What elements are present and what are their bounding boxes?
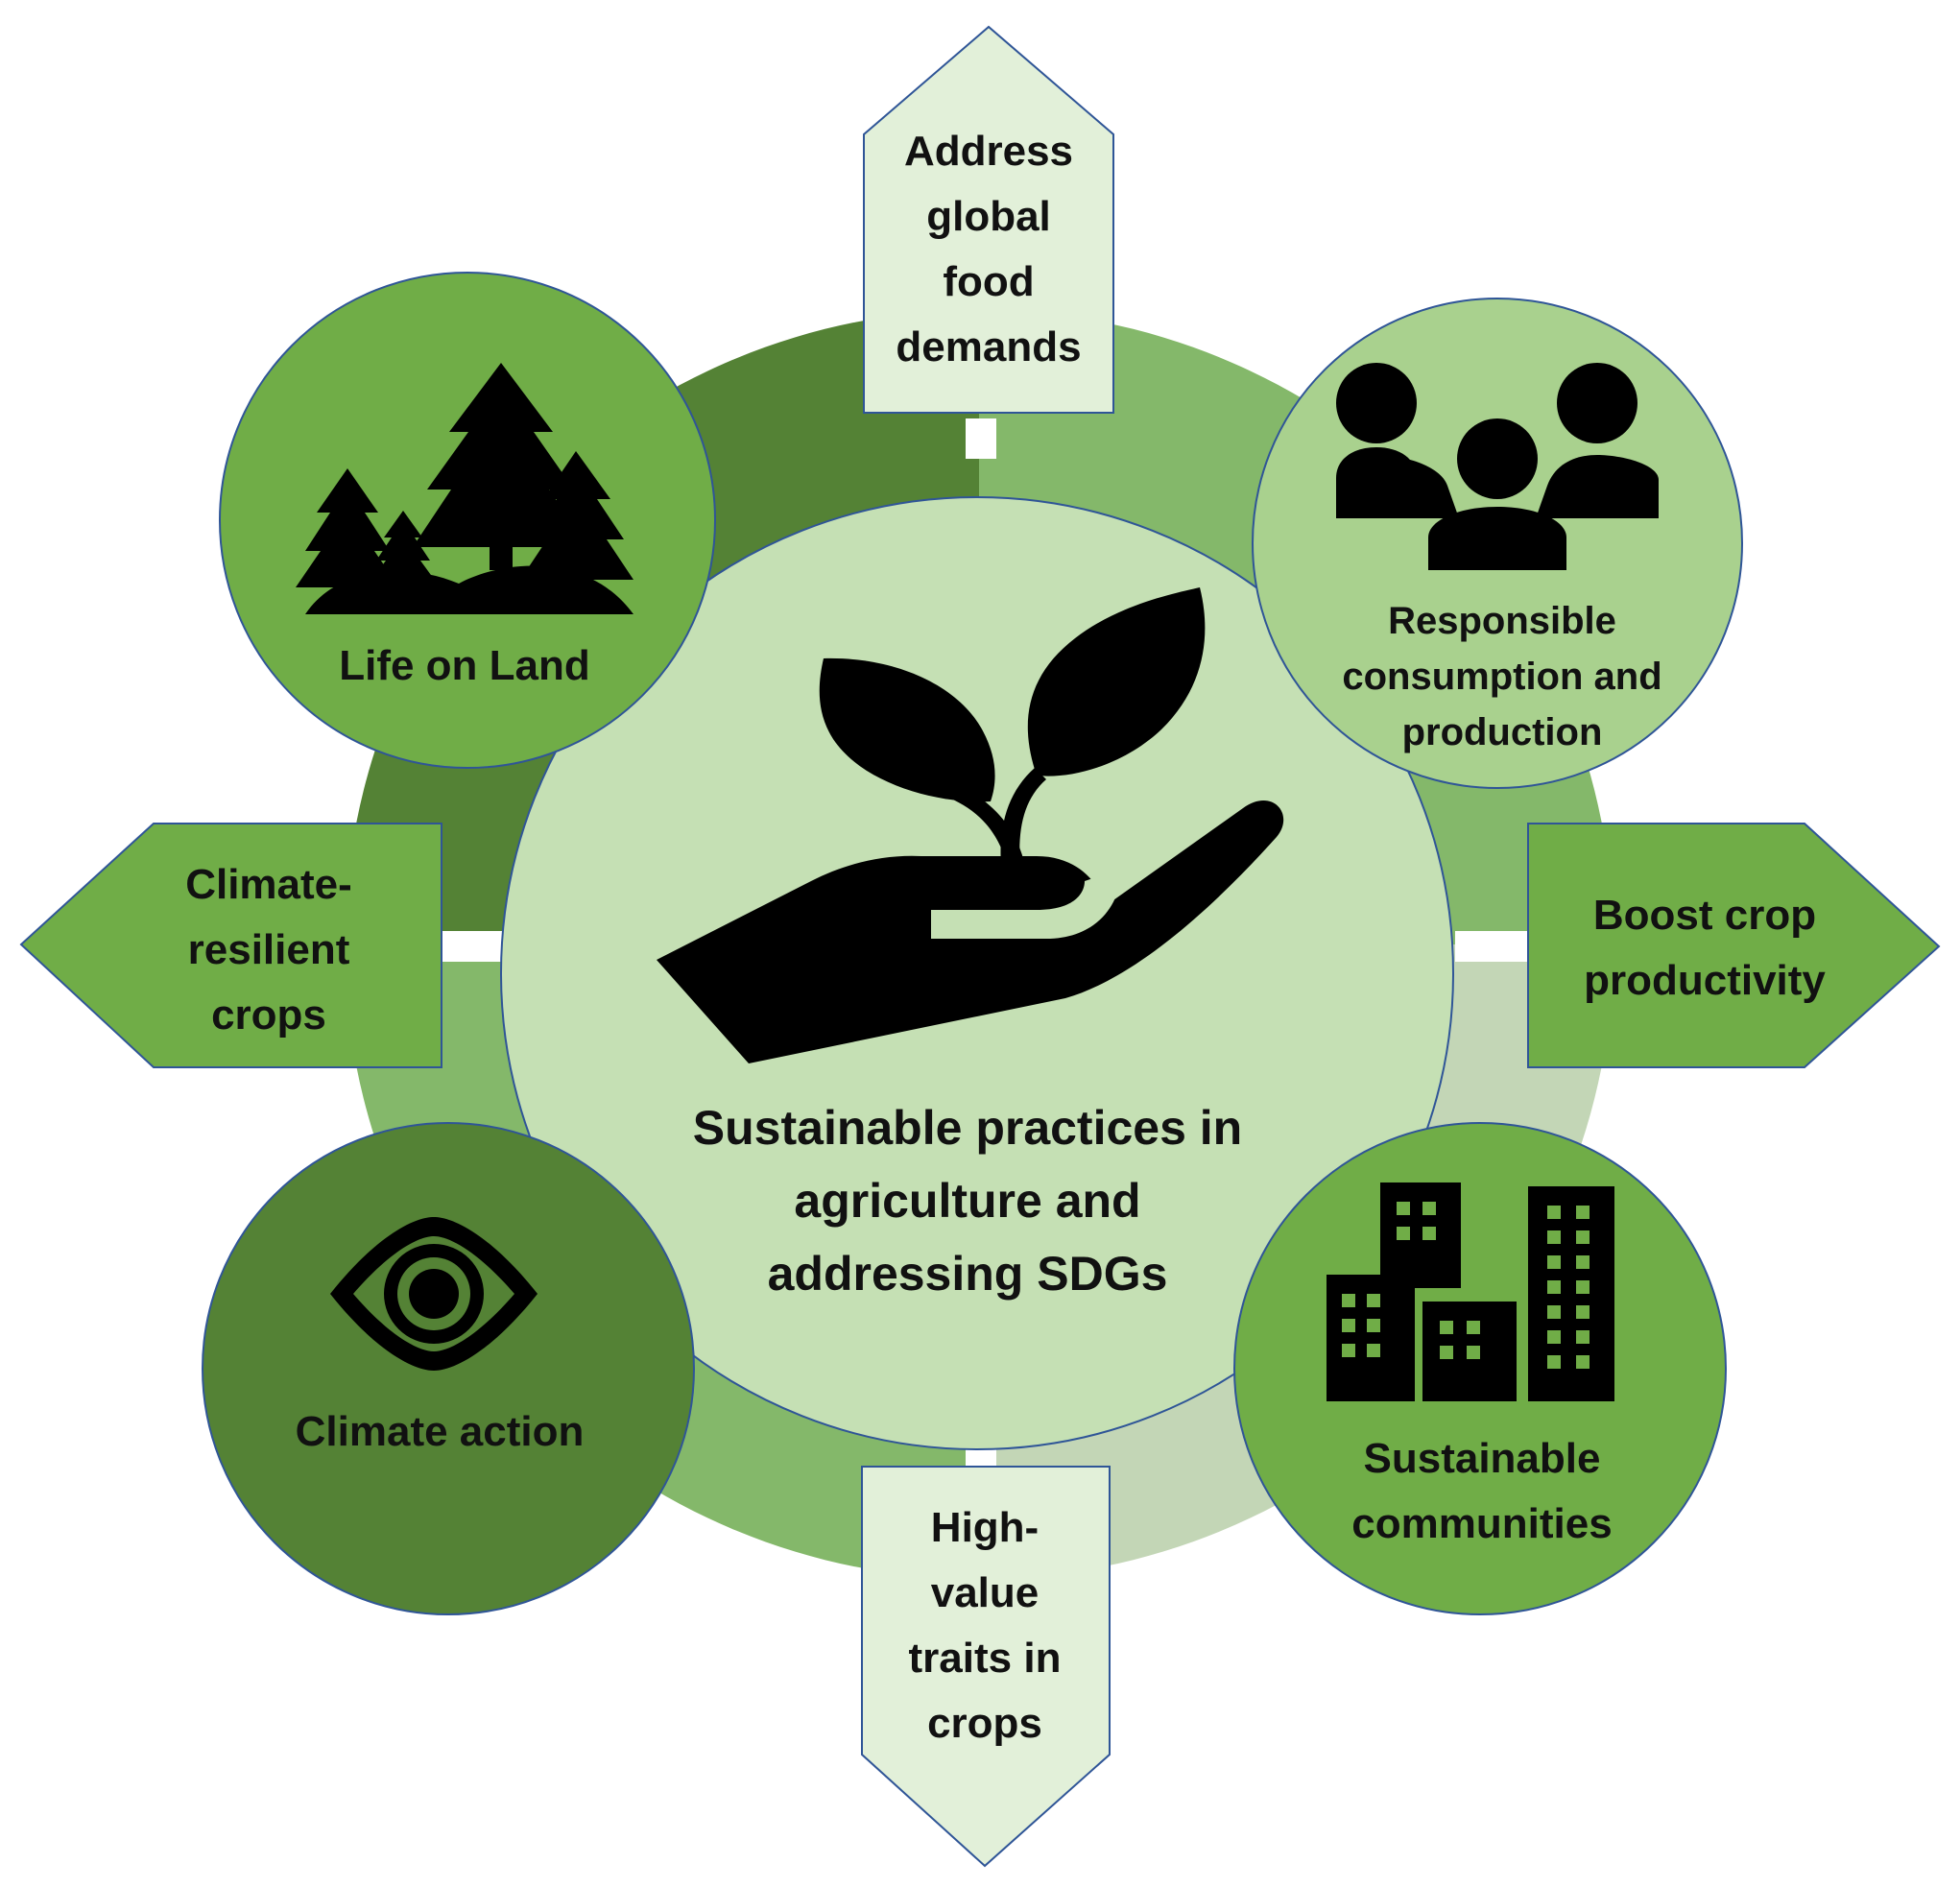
- center-title-line-3: addressing SDGs: [768, 1247, 1168, 1301]
- hand-holding-seedling-icon: [657, 587, 1284, 1063]
- arrow-left: Climate- resilient crops: [19, 823, 442, 1068]
- forest-trees-icon: [296, 363, 633, 614]
- ring-gap-left: [442, 931, 503, 962]
- arrow-top-line-2: global: [926, 193, 1051, 240]
- responsible-label-line-2: consumption and: [1342, 656, 1661, 698]
- center-hub: Sustainable practices in agriculture and…: [500, 496, 1454, 1450]
- center-title-line-1: Sustainable practices in: [693, 1101, 1242, 1155]
- eye-icon: [330, 1217, 538, 1371]
- city-buildings-icon: [1327, 1182, 1614, 1401]
- arrow-bottom-line-3: traits in: [909, 1635, 1062, 1682]
- arrow-bottom-line-1: High-: [931, 1504, 1039, 1551]
- arrow-left-line-2: resilient: [188, 926, 350, 973]
- arrow-right-line-1: Boost crop: [1593, 892, 1816, 939]
- arrow-top-line-4: demands: [896, 323, 1081, 370]
- arrow-top-line-3: food: [943, 258, 1034, 305]
- arrow-left-line-1: Climate-: [185, 861, 352, 908]
- circle-life-on-land: Life on Land: [219, 272, 716, 769]
- responsible-label-line-3: production: [1402, 711, 1603, 753]
- responsible-label-line-1: Responsible: [1388, 600, 1616, 642]
- communities-label-line-1: Sustainable: [1364, 1435, 1601, 1482]
- life-on-land-label: Life on Land: [339, 642, 590, 689]
- communities-label-line-2: communities: [1351, 1500, 1612, 1547]
- circle-responsible-consumption: Responsible consumption and production: [1252, 298, 1743, 789]
- arrow-bottom-line-4: crops: [927, 1700, 1042, 1747]
- arrow-top-line-1: Address: [904, 128, 1073, 175]
- arrow-right: Boost crop productivity: [1527, 823, 1941, 1068]
- arrow-top: Address global food demands: [863, 25, 1114, 414]
- circle-climate-action: Climate action: [202, 1122, 695, 1615]
- center-title-line-2: agriculture and: [794, 1174, 1140, 1228]
- ring-gap-right: [1455, 931, 1532, 962]
- circle-sustainable-communities: Sustainable communities: [1233, 1122, 1727, 1615]
- arrow-bottom: High- value traits in crops: [861, 1466, 1111, 1868]
- arrow-bottom-line-2: value: [931, 1569, 1040, 1616]
- climate-action-label: Climate action: [296, 1408, 585, 1455]
- arrow-right-line-2: productivity: [1584, 957, 1826, 1004]
- arrow-left-line-3: crops: [211, 991, 326, 1039]
- people-group-icon: [1336, 363, 1659, 570]
- ring-gap-top: [966, 418, 996, 459]
